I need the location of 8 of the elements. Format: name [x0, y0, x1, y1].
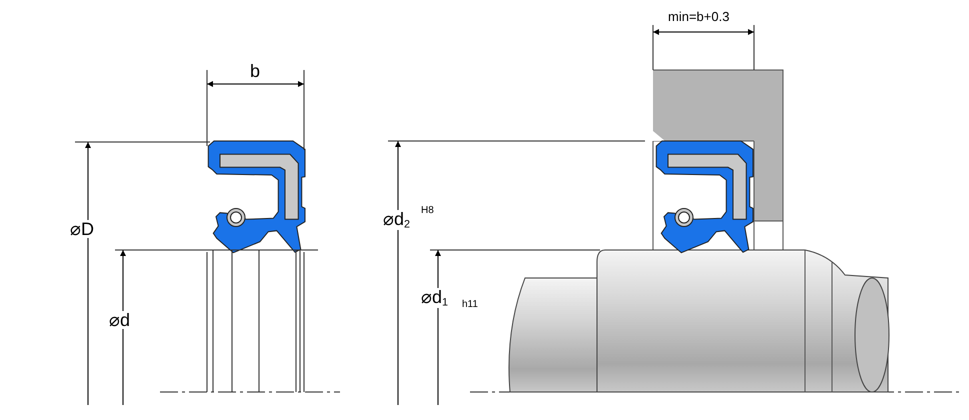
dimension-label: ⌀d$_{1}$ — [421, 288, 448, 308]
dimension-label: ⌀d$_{2}$ — [383, 210, 410, 230]
dimension-label: min=b+0.3 — [668, 10, 730, 23]
dimension-label: h11 — [462, 300, 478, 310]
dimension-label: H8 — [421, 206, 434, 216]
dimension-label: b — [250, 62, 260, 80]
dimension-label: ⌀D — [70, 220, 94, 238]
dimension-label: ⌀d — [109, 311, 130, 329]
